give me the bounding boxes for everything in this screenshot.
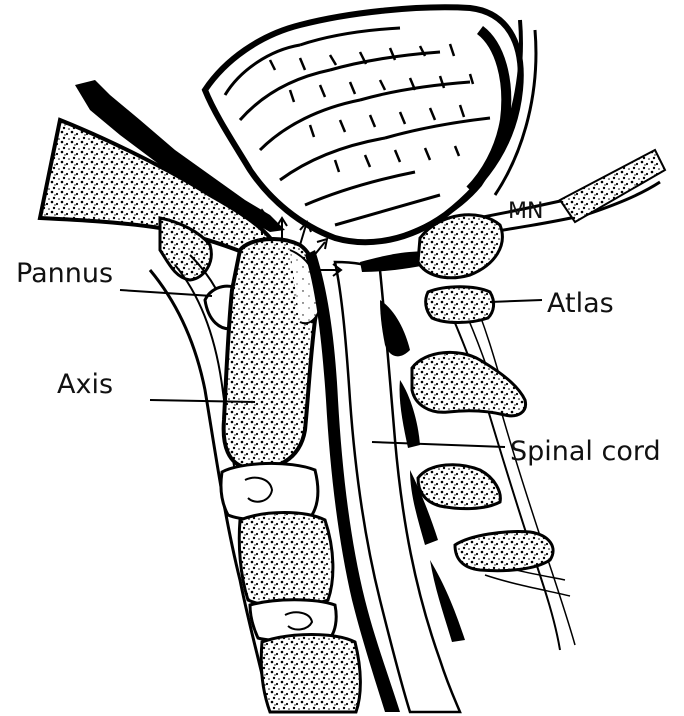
axis-vertebra	[224, 239, 321, 469]
label-mn: MN	[508, 199, 543, 224]
label-atlas: Atlas	[547, 288, 614, 319]
atlas-leader	[490, 300, 542, 302]
label-spinal-cord: Spinal cord	[510, 436, 661, 467]
atlas-arch	[426, 287, 494, 323]
label-axis: Axis	[57, 369, 113, 400]
label-pannus: Pannus	[16, 258, 113, 289]
